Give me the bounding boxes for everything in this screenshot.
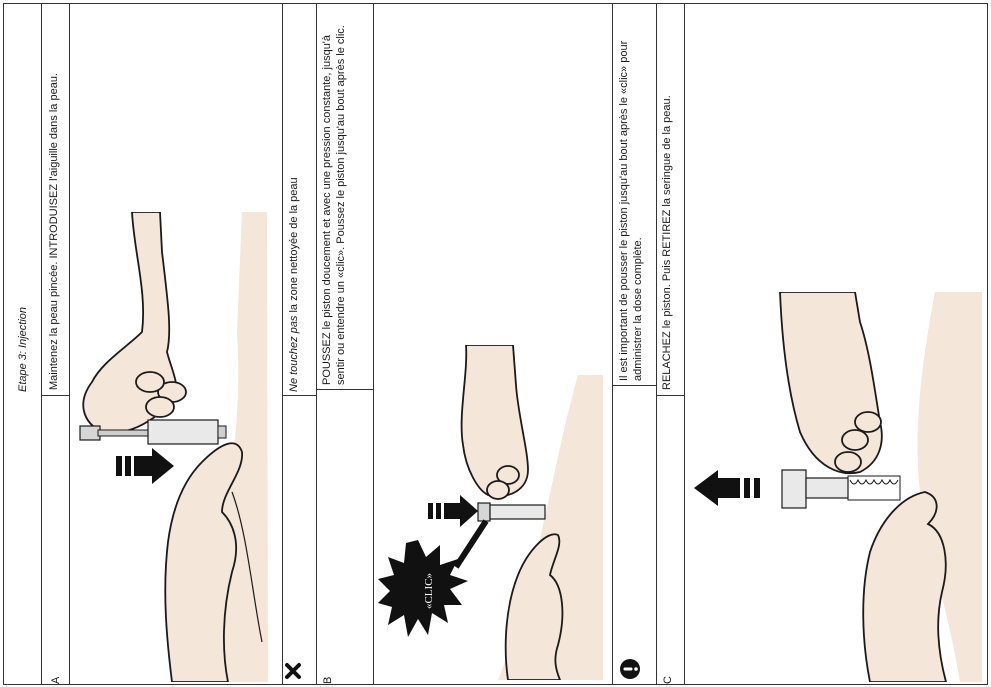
- exclamation-circle-icon: [620, 659, 640, 679]
- hand-pinching-skin: [862, 491, 947, 682]
- syringe: [781, 469, 901, 509]
- row-divider: [41, 395, 69, 396]
- push-arrow: [116, 448, 174, 484]
- syringe: [477, 502, 546, 522]
- skin-area: [170, 212, 268, 682]
- warning-rest: la zone nettoyée de la peau: [288, 177, 300, 316]
- step-c-letter: C: [662, 676, 674, 684]
- hand-holding-syringe: [460, 345, 529, 500]
- push-arrow: [428, 495, 478, 527]
- row-divider: [316, 389, 373, 390]
- hand-pinching-skin: [164, 442, 243, 682]
- column-divider: [69, 3, 70, 685]
- column-divider: [684, 3, 685, 685]
- step-c-instruction: RELACHEZ le piston. Puis RETIREZ la seri…: [661, 95, 673, 390]
- important-text: Il est important de pousser le piston ju…: [618, 40, 644, 381]
- hand-holding-syringe: [82, 212, 187, 434]
- step-b-instruction: POUSSEZ le piston doucement et avec une …: [321, 25, 347, 385]
- warning-emphasis: Ne touchez pas: [288, 315, 300, 392]
- row-divider: [656, 395, 684, 396]
- page-frame: [3, 3, 988, 685]
- clic-burst: [378, 519, 489, 637]
- hand-pinching-skin: [504, 533, 564, 680]
- hand-holding-syringe: [779, 292, 883, 475]
- column-divider: [316, 3, 317, 685]
- clic-label: «CLIC»: [423, 573, 435, 609]
- step-a-instruction: Maintenez la peau pincée. INTRODUISEZ l'…: [48, 73, 60, 390]
- column-divider: [656, 3, 657, 685]
- pull-arrow: [694, 470, 760, 506]
- illustration-step-b: «CLIC»: [378, 345, 603, 680]
- page-title: Etape 3: Injection: [17, 306, 29, 392]
- column-divider: [41, 3, 42, 685]
- row-divider: [612, 385, 656, 386]
- column-divider: [373, 3, 374, 685]
- illustration-step-c: [694, 292, 982, 682]
- column-divider: [612, 3, 613, 685]
- column-divider: [282, 3, 283, 685]
- step-b-letter: B: [322, 676, 334, 684]
- warning-text: Ne touchez pas la zone nettoyée de la pe…: [287, 177, 301, 392]
- syringe: [79, 419, 227, 445]
- step-a-letter: A: [50, 676, 62, 684]
- x-mark-icon: [285, 663, 301, 679]
- row-divider: [282, 395, 316, 396]
- illustration-step-a: [79, 212, 268, 682]
